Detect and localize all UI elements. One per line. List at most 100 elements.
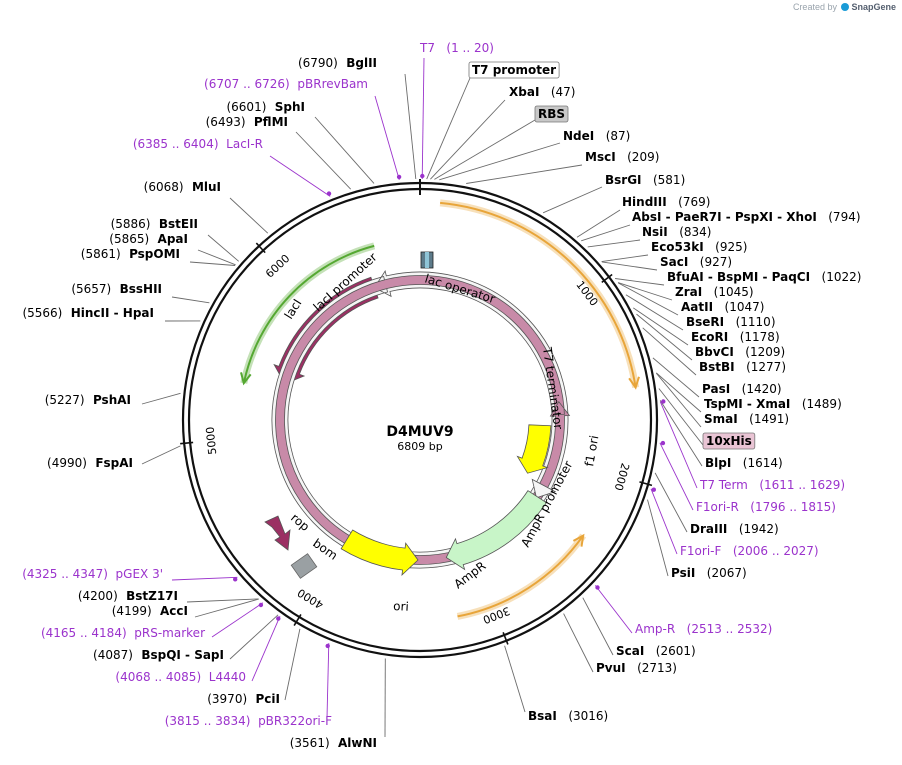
site-label-xbai[interactable]: XbaI (47) <box>509 85 576 99</box>
site-label-pbr322ori-f[interactable]: (3815 .. 3834) pBR322ori-F <box>165 714 332 728</box>
site-spacer <box>290 77 298 91</box>
site-label-bfuai[interactable]: BfuAI - BspMI - PaqCI (1022) <box>667 270 861 284</box>
site-label-apai[interactable]: (5865) ApaI <box>109 232 188 246</box>
site-label-pfimi[interactable]: (6493) PflMI <box>206 115 288 129</box>
site-coordinate: (6601) <box>226 100 266 114</box>
leader-line <box>601 261 658 271</box>
site-label-l4440[interactable]: (4068 .. 4085) L4440 <box>115 670 246 684</box>
site-name: AccI <box>160 604 188 618</box>
site-label-bbvci[interactable]: BbvCI (1209) <box>695 345 785 359</box>
leader-line <box>642 327 697 376</box>
site-label-bglii[interactable]: (6790) BglII <box>298 56 377 70</box>
site-spacer <box>184 180 192 194</box>
site-label-hindiii[interactable]: HindIII (769) <box>622 195 710 209</box>
site-spacer <box>735 360 746 374</box>
site-spacer <box>713 300 724 314</box>
site-label-bstz17i[interactable]: (4200) BstZ17I <box>78 589 178 603</box>
primer-site-mark <box>326 191 332 196</box>
site-label-t7promoter[interactable]: T7 promoter <box>472 63 556 77</box>
site-name: PciI <box>256 692 281 706</box>
site-label-box <box>702 432 756 450</box>
primer-site-mark <box>661 399 666 404</box>
site-coordinate: (2067) <box>707 566 747 580</box>
site-label-10xhis[interactable]: 10xHis <box>706 434 752 448</box>
site-label-t7term[interactable]: T7 Term (1611 .. 1629) <box>699 478 845 492</box>
site-label-ecori[interactable]: EcoRI (1178) <box>691 330 780 344</box>
site-label-pvui[interactable]: PvuI (2713) <box>596 661 677 675</box>
site-label-rbs[interactable]: RBS <box>538 107 565 121</box>
primer-site-mark <box>660 440 666 446</box>
site-label-absi[interactable]: AbsI - PaeR7I - PspXI - XhoI (794) <box>632 210 861 224</box>
site-label-acci[interactable]: (4199) AccI <box>112 604 188 618</box>
site-label-pgex3[interactable]: (4325 .. 4347) pGEX 3' <box>22 567 163 581</box>
site-spacer <box>150 217 158 231</box>
site-label-mlui[interactable]: (6068) MluI <box>144 180 221 194</box>
site-label-fspai[interactable]: (4990) FspAI <box>47 456 133 470</box>
primer-site-mark <box>325 643 330 649</box>
site-name: pBRrevBam <box>297 77 368 91</box>
site-label-pcii[interactable]: (3970) PciI <box>207 692 280 706</box>
site-label-draiii[interactable]: DraIII (1942) <box>690 522 779 536</box>
leader-line <box>171 576 238 581</box>
leader-line <box>326 643 330 719</box>
site-label-t7[interactable]: T7 (1 .. 20) <box>419 41 494 55</box>
plasmid-name: D4MUV9 <box>386 424 453 440</box>
site-label-bsshii[interactable]: (5657) BssHII <box>71 282 162 296</box>
site-name: NdeI <box>563 129 594 143</box>
site-label-laci-r[interactable]: (6385 .. 6404) LacI-R <box>133 137 263 151</box>
site-label-hincii[interactable]: (5566) HincII - HpaI <box>22 306 154 320</box>
leader-line <box>434 119 536 180</box>
site-label-bseri[interactable]: BseRI (1110) <box>686 315 776 329</box>
outer-arc-arrowhead <box>628 376 640 390</box>
site-label-bsteii[interactable]: (5886) BstEII <box>111 217 198 231</box>
site-coordinate: (1420) <box>742 382 782 396</box>
site-label-aatii[interactable]: AatII (1047) <box>681 300 764 314</box>
site-coordinate: (769) <box>678 195 710 209</box>
site-spacer <box>731 456 742 470</box>
leader-line <box>141 445 181 465</box>
site-name: BseRI <box>686 315 724 329</box>
site-name: BssHII <box>120 282 162 296</box>
site-label-f1ori-f[interactable]: F1ori-F (2006 .. 2027) <box>680 544 819 558</box>
site-label-prs-marker[interactable]: (4165 .. 4184) pRS-marker <box>41 626 205 640</box>
site-coordinate: (5657) <box>71 282 111 296</box>
site-label-psti[interactable]: PsiI (2067) <box>671 566 747 580</box>
site-name: pGEX 3' <box>116 567 163 581</box>
site-spacer <box>724 315 735 329</box>
site-label-bstbi[interactable]: BstBI (1277) <box>699 360 786 374</box>
leader-line <box>636 313 693 361</box>
leader-line <box>654 472 688 533</box>
site-label-tspmi[interactable]: TspMI - XmaI (1489) <box>704 397 842 411</box>
site-label-f1ori-r[interactable]: F1ori-R (1796 .. 1815) <box>696 500 836 514</box>
site-label-scai[interactable]: ScaI (2601) <box>616 644 696 658</box>
site-label-amp-r[interactable]: Amp-R (2513 .. 2532) <box>635 622 772 636</box>
site-label-bspqi[interactable]: (4087) BspQI - SapI <box>93 648 224 662</box>
site-label-eco53ki[interactable]: Eco53kI (925) <box>651 240 747 254</box>
site-label-zrai[interactable]: ZraI (1045) <box>675 285 754 299</box>
site-coordinate: (6707 .. 6726) <box>204 77 290 91</box>
site-spacer <box>702 285 713 299</box>
site-label-bsai[interactable]: BsaI (3016) <box>528 709 608 723</box>
site-label-sphi[interactable]: (6601) SphI <box>226 100 305 114</box>
backbone-outer-strand <box>181 181 659 659</box>
site-label-nsii[interactable]: NsiI (834) <box>642 225 712 239</box>
site-label-alwni[interactable]: (3561) AlwNI <box>290 736 377 750</box>
site-label-msci[interactable]: MscI (209) <box>585 150 659 164</box>
site-label-saci[interactable]: SacI (927) <box>660 255 732 269</box>
site-name: HincII - HpaI <box>71 306 154 320</box>
site-name: HindIII <box>622 195 667 209</box>
site-label-smai[interactable]: SmaI (1491) <box>704 412 789 426</box>
site-label-pasi[interactable]: PasI (1420) <box>702 382 782 396</box>
site-label-pbrrevbam[interactable]: (6707 .. 6726) pBRrevBam <box>204 77 368 91</box>
site-name: XbaI <box>509 85 539 99</box>
site-name: BstEII <box>159 217 198 231</box>
site-label-psppomi[interactable]: (5861) PspOMI <box>81 247 180 261</box>
site-label-pshai[interactable]: (5227) PshAI <box>45 393 131 407</box>
site-label-blpi[interactable]: BlpI (1614) <box>705 456 783 470</box>
site-label-ndei[interactable]: NdeI (87) <box>563 129 630 143</box>
leader-line <box>658 388 704 446</box>
leader-line <box>617 282 673 301</box>
site-label-bsrgi[interactable]: BsrGI (581) <box>605 173 685 187</box>
site-spacer <box>738 412 749 426</box>
site-coordinate: (1 .. 20) <box>446 41 494 55</box>
